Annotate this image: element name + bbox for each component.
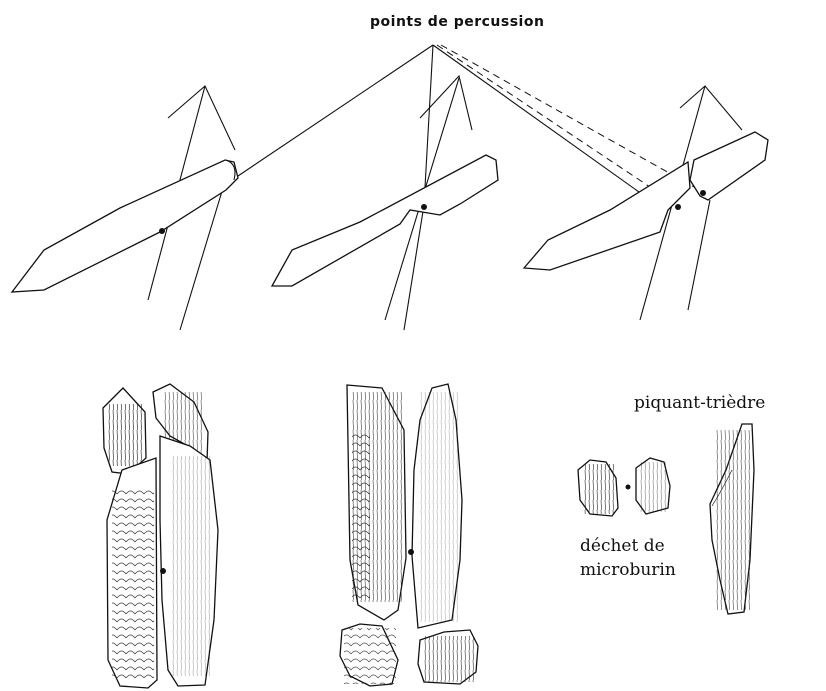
- microburin-waste-label-line2: microburin: [580, 558, 676, 582]
- artefact-piquant-triedre: [710, 424, 754, 614]
- percussion-points-label: points de percussion: [370, 14, 544, 30]
- artefact-microburin-waste: [578, 458, 670, 516]
- artefact-blade-2: [340, 384, 478, 686]
- piquant-triedre-label: piquant-trièdre: [634, 391, 765, 415]
- blade-stage-1: [12, 86, 238, 330]
- blade-stage-2: [272, 76, 498, 330]
- microburin-waste-label: déchet de microburin: [580, 534, 676, 582]
- percussion-diagram-group: [12, 45, 768, 330]
- artefact-blade-1: [103, 384, 218, 688]
- blade-stage-3: [524, 86, 768, 320]
- microburin-waste-label-line1: déchet de: [580, 534, 676, 558]
